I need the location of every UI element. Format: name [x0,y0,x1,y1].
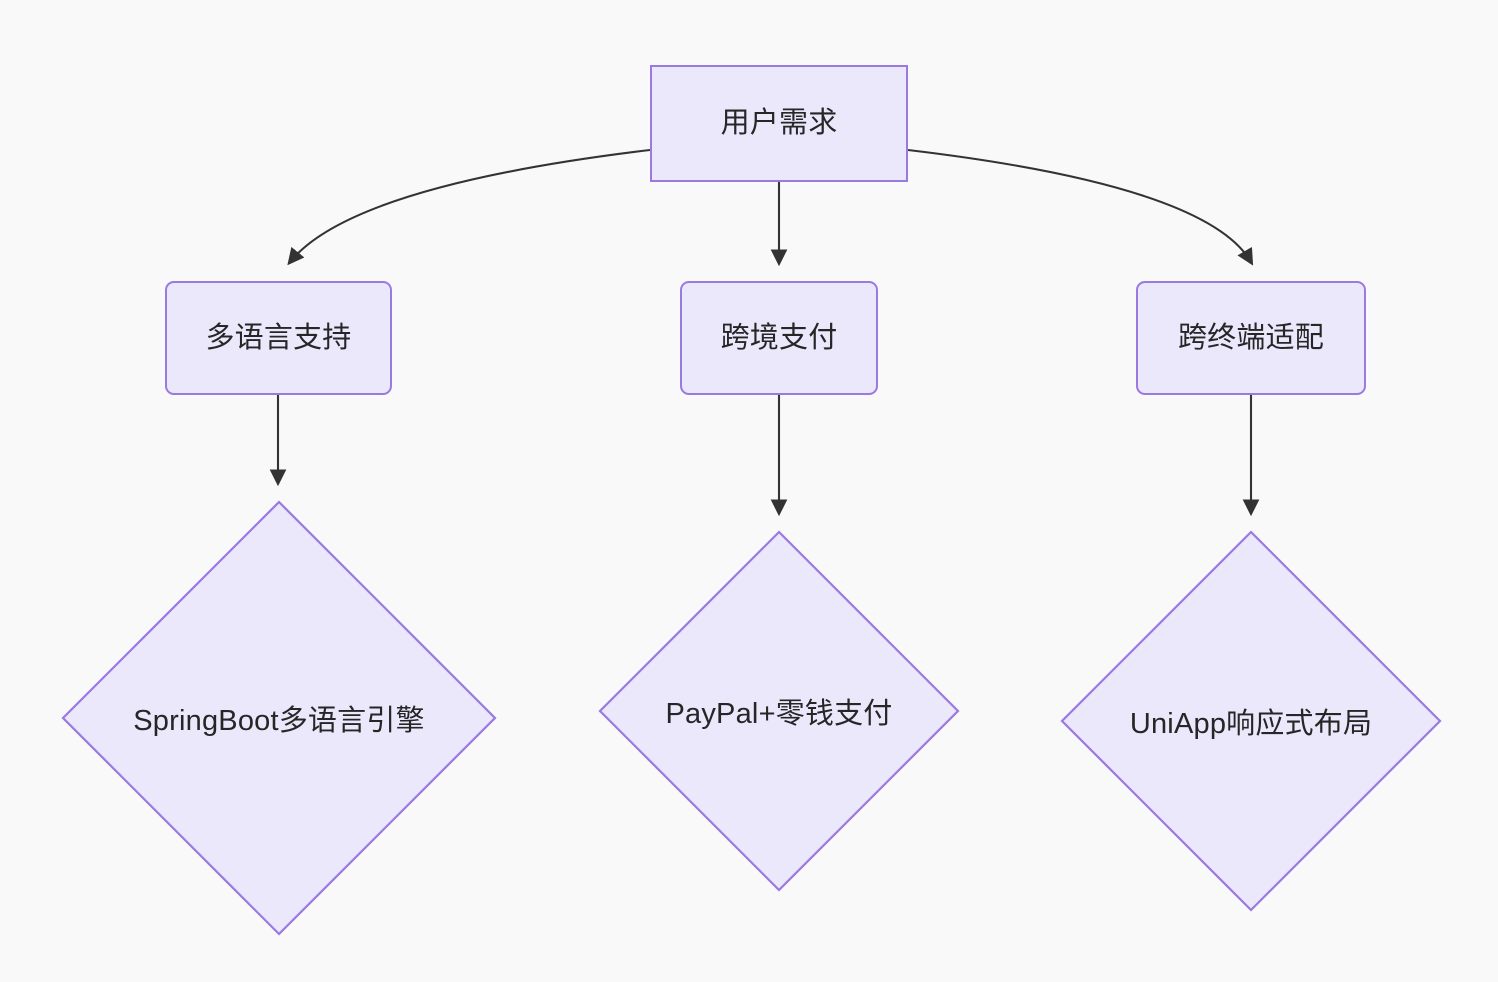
diamond-shape [61,500,497,936]
node-label: 跨终端适配 [1177,321,1324,354]
node-cross-border-payment[interactable]: 跨境支付 [680,281,878,395]
node-uniapp-responsive-layout[interactable]: UniApp响应式布局 [1060,530,1442,912]
node-label: SpringBoot多语言引擎 [133,705,425,737]
node-label: PayPal+零钱支付 [665,698,893,730]
node-springboot-i18n-engine[interactable]: SpringBoot多语言引擎 [61,500,497,936]
node-label: 多语言支持 [205,321,352,354]
node-label: 用户需求 [720,107,838,140]
diamond-shape [1060,530,1442,912]
node-label: 跨境支付 [720,321,838,354]
node-multilanguage-support[interactable]: 多语言支持 [165,281,392,395]
node-label: UniApp响应式布局 [1129,708,1373,740]
node-paypal-wallet-payment[interactable]: PayPal+零钱支付 [598,530,960,892]
node-user-requirement[interactable]: 用户需求 [650,65,908,182]
node-multi-terminal-adaptation[interactable]: 跨终端适配 [1136,281,1366,395]
diamond-shape [598,530,960,892]
edge-root-to-multiterm [907,148,1254,266]
edge-root-to-multilang [287,148,651,266]
